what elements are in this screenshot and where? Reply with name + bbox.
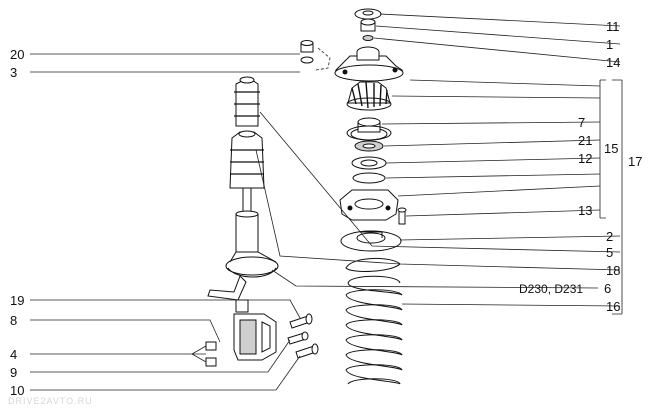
callout-10: 10: [10, 383, 24, 398]
part-thin-ring: [352, 172, 386, 184]
part-nut-small: [300, 40, 314, 53]
part-washer-top: [354, 8, 382, 20]
callout-3: 3: [10, 65, 17, 80]
part-piston-rod: [242, 187, 252, 215]
callout-1: 1: [606, 37, 613, 52]
part-washer-small: [300, 56, 314, 64]
part-bearing: [354, 140, 384, 152]
callout-17: 17: [628, 154, 642, 169]
callout-11: 11: [606, 19, 620, 34]
part-rubber-bellows-mount: [346, 81, 392, 111]
callout-21: 21: [578, 133, 592, 148]
part-mount-bolt: [397, 207, 407, 225]
part-spring-seat-upper: [340, 230, 402, 252]
part-knuckle-bracket: [233, 313, 277, 361]
part-bolt-middle: [287, 331, 309, 345]
part-coil-spring: [345, 275, 403, 385]
part-support-cap: [334, 46, 404, 82]
callouts-left: 20 3 19 8 4 9 10: [10, 47, 24, 398]
callout-16: 16: [606, 299, 620, 314]
part-small-washer: [362, 35, 374, 41]
callout-20: 20: [10, 47, 24, 62]
part-bump-stop: [234, 76, 260, 127]
part-strut-body: [207, 210, 279, 313]
leader-lines: [30, 13, 623, 391]
part-bolt-upper: [289, 313, 313, 329]
part-nut-a: [205, 341, 217, 351]
callouts-right: 11 1 14 7 21 12 13 2 5 18 6 16 15 17 D23…: [519, 19, 642, 314]
callout-9: 9: [10, 365, 17, 380]
callout-5: 5: [606, 245, 613, 260]
callout-19: 19: [10, 293, 24, 308]
callout-6: 6: [604, 281, 611, 296]
part-nut-top: [360, 18, 376, 32]
watermark: DRIVE2AVTO.RU: [8, 396, 93, 406]
callout-7: 7: [578, 115, 585, 130]
part-spring-insulator: [345, 257, 401, 272]
callout-2: 2: [606, 229, 613, 244]
part-washer-mid: [351, 156, 387, 170]
part-support-plate: [339, 189, 399, 221]
callout-13: 13: [578, 203, 592, 218]
callout-18: 18: [606, 263, 620, 278]
part-dust-boot: [229, 130, 265, 189]
variant-note: D230, D231: [519, 282, 583, 296]
callout-14: 14: [606, 55, 620, 70]
callout-8: 8: [10, 313, 17, 328]
part-nut-b: [205, 357, 217, 367]
callout-12: 12: [578, 151, 592, 166]
part-bearing-cup: [346, 117, 392, 141]
part-bolt-lower: [295, 343, 319, 359]
callout-4: 4: [10, 347, 17, 362]
callout-15: 15: [604, 141, 618, 156]
